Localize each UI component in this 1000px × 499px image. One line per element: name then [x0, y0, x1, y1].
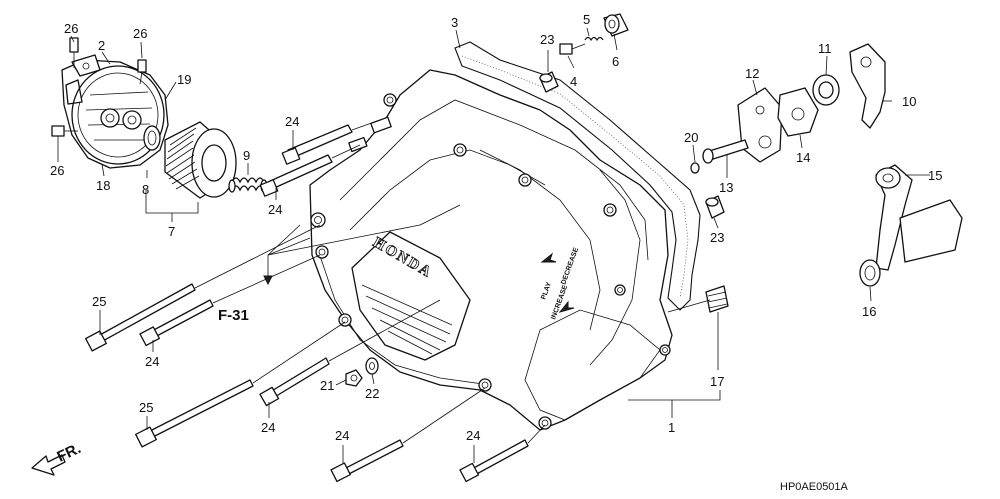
callout-26-c: 26 [50, 163, 64, 178]
callout-15: 15 [928, 168, 942, 183]
drawing-code: HP0AE0501A [780, 481, 849, 493]
callout-24-bottom-a: 24 [335, 428, 349, 443]
callout-12: 12 [745, 66, 759, 81]
reference-f31: F-31 [218, 307, 249, 324]
callout-6: 6 [612, 54, 619, 69]
callout-18: 18 [96, 178, 110, 193]
callout-13: 13 [719, 180, 733, 195]
cover-lower-lobe [524, 309, 661, 421]
bolt-24-bottom-a [330, 439, 404, 483]
crankcase-cover [309, 69, 673, 431]
cover-bosses [310, 93, 671, 430]
bearing-11 [812, 74, 840, 106]
shifter-10 [849, 43, 886, 129]
cover-arrow-mark-1 [540, 252, 557, 263]
callout-24-center: 24 [261, 420, 275, 435]
filter-cover-ear-left [65, 79, 83, 105]
bolt-24-top [281, 124, 353, 165]
bolt-24-center [259, 357, 330, 407]
seal-8 [143, 125, 161, 151]
callout-17: 17 [710, 374, 724, 389]
callout-2: 2 [98, 38, 105, 53]
filter-cover-boss-2 [122, 110, 142, 130]
spring-5 [584, 36, 604, 42]
callout-labels: 1 2 3 4 5 6 7 8 9 10 11 12 13 14 15 16 1… [50, 12, 942, 443]
front-direction-arrow [31, 454, 66, 476]
plate-12 [737, 87, 783, 163]
callout-26-b: 26 [133, 26, 147, 41]
callout-11: 11 [818, 41, 832, 56]
bolt-25-upper [85, 283, 196, 352]
bolt-26-b [137, 59, 147, 85]
callout-21: 21 [320, 378, 334, 393]
callout-8: 8 [142, 182, 149, 197]
nut-21 [345, 369, 363, 387]
callout-24-bottom-b: 24 [466, 428, 480, 443]
callout-25-upper: 25 [92, 294, 106, 309]
callout-1: 1 [668, 420, 675, 435]
callout-24-top: 24 [285, 114, 299, 129]
dowel-23-top [539, 71, 559, 93]
callout-24-mid: 24 [268, 202, 282, 217]
logo-ribs [361, 284, 453, 355]
cover-flange [317, 249, 491, 386]
callout-22: 22 [365, 386, 379, 401]
bolt-13 [702, 139, 749, 164]
oil-filter-element [164, 121, 237, 199]
callout-19: 19 [177, 72, 191, 87]
bolt-4 [559, 43, 586, 55]
callout-9: 9 [243, 148, 250, 163]
callout-10: 10 [902, 94, 916, 109]
filter-cover-boss-1 [100, 108, 120, 128]
gear-17 [705, 285, 729, 313]
callout-20: 20 [684, 130, 698, 145]
bracket-14 [777, 87, 819, 137]
lever-15 [875, 164, 963, 271]
washer-22 [365, 357, 379, 375]
front-direction-label: FR. [55, 440, 84, 466]
bolt-24-bottom-b [459, 439, 529, 483]
seal-16 [859, 259, 881, 287]
cover-ridge-4 [589, 169, 641, 366]
callout-5: 5 [583, 12, 590, 27]
o-ring-18 [71, 65, 165, 165]
callout-25-lower: 25 [139, 400, 153, 415]
cover-arrow-mark-2 [558, 300, 575, 313]
callout-26-a: 26 [64, 21, 78, 36]
filter-cover-face [77, 72, 159, 158]
callout-23-top: 23 [540, 32, 554, 47]
leader-lines [57, 27, 930, 463]
gasket-texture [461, 55, 689, 299]
callout-4: 4 [570, 74, 577, 89]
callout-23-right: 23 [710, 230, 724, 245]
cover-ridge-1 [339, 99, 649, 261]
cover-gasket [454, 41, 701, 311]
bolt-24-mid [259, 154, 333, 197]
callout-16: 16 [862, 304, 876, 319]
callout-24-left: 24 [145, 354, 159, 369]
dowel-23-right [705, 195, 725, 219]
logo-panel [351, 231, 471, 361]
bolt-25-lower [135, 379, 254, 448]
callout-7: 7 [168, 224, 175, 239]
cap-6 [603, 13, 629, 37]
bolt-26-a [69, 37, 79, 68]
callout-14: 14 [796, 150, 810, 165]
cover-ridge-3 [479, 149, 601, 331]
callout-3: 3 [451, 15, 458, 30]
o-ring-20 [690, 162, 700, 174]
